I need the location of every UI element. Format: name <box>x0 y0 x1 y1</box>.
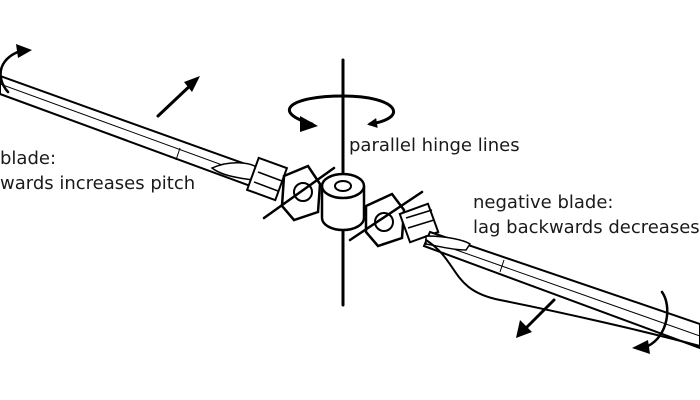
negative-tip-pitch-arrowhead <box>632 340 650 354</box>
positive-tip-pitch-arrowhead <box>16 44 32 58</box>
negative-blade-label-line2: lag backwards decreases <box>473 217 700 238</box>
positive-hinge-bracket <box>262 164 336 222</box>
negative-blade-grip <box>398 202 440 244</box>
negative-blade-label-line1: negative blade: <box>473 192 613 213</box>
negative-blade-lag-arrowhead <box>516 320 532 338</box>
rotor-hub <box>320 172 366 232</box>
shaft-rotation-arrowhead <box>300 116 318 132</box>
positive-blade-grip <box>245 156 289 202</box>
positive-blade-lead-arrowhead <box>184 76 200 92</box>
negative-blade-lag-arrow <box>522 298 556 332</box>
positive-blade-label-line1: blade: <box>0 148 56 169</box>
shaft-rotation-arrow <box>288 94 395 128</box>
hinge-label: parallel hinge lines <box>349 135 520 156</box>
positive-blade <box>0 74 264 190</box>
negative-tip-pitch-arrow <box>646 290 669 348</box>
positive-blade-lead-arrow <box>156 80 196 118</box>
negative-blade <box>422 230 700 350</box>
positive-blade-label-line2: wards increases pitch <box>0 173 195 194</box>
negative-hinge-bracket <box>348 190 424 248</box>
